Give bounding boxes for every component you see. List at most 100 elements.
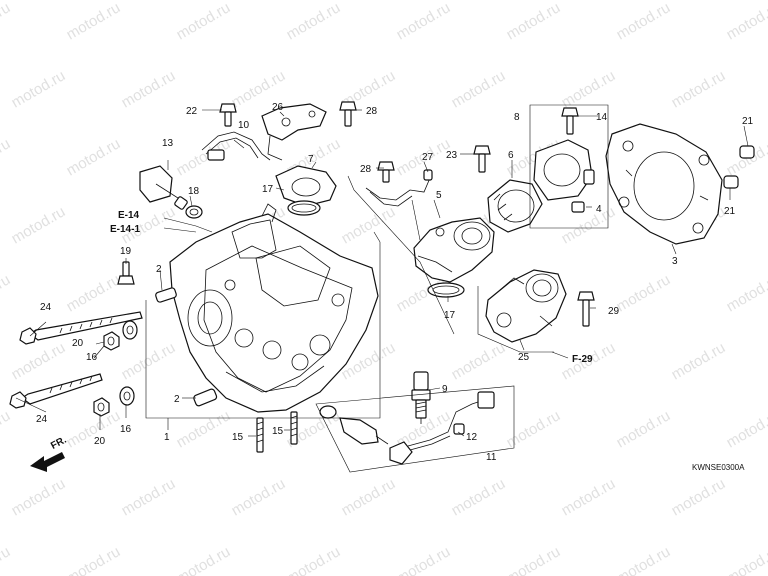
callout-26: 26 bbox=[272, 102, 284, 113]
screw-14 bbox=[561, 107, 579, 135]
callout-2-upper: 2 bbox=[156, 264, 162, 275]
washer-upper bbox=[122, 320, 138, 340]
sensor-seal-ring bbox=[185, 205, 203, 219]
callout-15-right: 15 bbox=[272, 426, 284, 437]
watermark-text: motod.ru bbox=[0, 543, 13, 576]
callout-3: 3 bbox=[672, 256, 678, 267]
callout-14: 14 bbox=[596, 112, 608, 123]
band-clamp bbox=[533, 139, 595, 201]
callout-17-upper: 17 bbox=[262, 184, 274, 195]
watermark-text: motod.ru bbox=[724, 271, 768, 315]
stud-left bbox=[256, 417, 264, 453]
callout-28-upper: 28 bbox=[366, 106, 378, 117]
callout-6: 6 bbox=[508, 150, 514, 161]
bolt-29 bbox=[577, 291, 595, 327]
callout-27: 27 bbox=[422, 152, 434, 163]
watermark-text: motod.ru bbox=[64, 0, 124, 43]
watermark-text: motod.ru bbox=[724, 543, 768, 576]
callout-24-lower: 24 bbox=[36, 414, 48, 425]
watermark-text: motod.ru bbox=[724, 407, 768, 451]
callout-15-left: 15 bbox=[232, 432, 244, 443]
nut-upper bbox=[103, 331, 120, 351]
watermark-text: motod.ru bbox=[9, 475, 69, 519]
watermark-text: motod.ru bbox=[174, 0, 234, 43]
watermark-text: motod.ru bbox=[64, 135, 124, 179]
watermark-text: motod.ru bbox=[9, 203, 69, 247]
stud-bolt-upper bbox=[19, 311, 143, 345]
sensor-wire bbox=[389, 391, 495, 465]
callout-labels: 1 2 2 3 4 5 6 7 8 9 10 11 12 13 14 15 15… bbox=[36, 102, 754, 463]
spark-plug bbox=[411, 371, 431, 424]
reference-e14-1: E-14-1 bbox=[110, 224, 140, 235]
washer-lower bbox=[119, 386, 135, 406]
callout-21-upper: 21 bbox=[742, 116, 754, 127]
callout-7: 7 bbox=[308, 154, 314, 165]
watermark-text: motod.ru bbox=[394, 0, 454, 43]
callout-20-upper: 20 bbox=[72, 338, 84, 349]
callout-16-upper: 16 bbox=[86, 352, 98, 363]
throttle-body bbox=[485, 269, 567, 343]
watermark-text: motod.ru bbox=[669, 67, 729, 111]
callout-21-lower: 21 bbox=[724, 206, 736, 217]
watermark-text: motod.ru bbox=[64, 543, 124, 576]
reference-e14: E-14 bbox=[118, 210, 140, 221]
dowel-21-upper bbox=[739, 145, 755, 159]
bolt-23 bbox=[473, 145, 491, 173]
stud-bolt-lower bbox=[9, 373, 103, 409]
watermark-text: motod.ru bbox=[339, 203, 399, 247]
watermark-text: motod.ru bbox=[119, 475, 179, 519]
watermark-text: motod.ru bbox=[449, 339, 509, 383]
watermark-text: motod.ru bbox=[284, 543, 344, 576]
watermark-text: motod.ru bbox=[449, 475, 509, 519]
bolt-28-lower bbox=[377, 161, 395, 183]
cylinder-head bbox=[169, 203, 379, 413]
watermark-text: motod.ru bbox=[64, 271, 124, 315]
callout-8: 8 bbox=[514, 112, 520, 123]
reference-f29: F-29 bbox=[572, 354, 593, 365]
callout-1: 1 bbox=[164, 432, 170, 443]
callout-24-upper: 24 bbox=[40, 302, 52, 313]
stud-right bbox=[290, 411, 298, 445]
callout-4: 4 bbox=[596, 204, 602, 215]
watermark-text: motod.ru bbox=[119, 339, 179, 383]
nut-4 bbox=[571, 201, 585, 213]
watermark-text: motod.ru bbox=[504, 543, 564, 576]
callout-2-lower: 2 bbox=[174, 394, 180, 405]
o-ring-upper bbox=[287, 200, 321, 216]
bolt-28-upper bbox=[339, 101, 357, 127]
watermark-text: motod.ru bbox=[229, 475, 289, 519]
temperature-sensor bbox=[139, 165, 188, 210]
wire-bracket bbox=[201, 131, 271, 161]
reference-labels: E-14 E-14-1 F-29 bbox=[110, 210, 593, 365]
bracket-26 bbox=[261, 103, 327, 161]
watermark-text: motod.ru bbox=[504, 407, 564, 451]
watermark-text: motod.ru bbox=[669, 475, 729, 519]
front-arrow-icon bbox=[30, 452, 65, 472]
callout-17-lower: 17 bbox=[444, 310, 456, 321]
watermark-text: motod.ru bbox=[0, 135, 13, 179]
callout-25: 25 bbox=[518, 352, 530, 363]
callout-11: 11 bbox=[486, 452, 497, 463]
callout-10: 10 bbox=[238, 120, 250, 131]
callout-19: 19 bbox=[120, 246, 132, 257]
callout-22: 22 bbox=[186, 106, 198, 117]
watermark-text: motod.ru bbox=[174, 543, 234, 576]
callout-5: 5 bbox=[436, 190, 442, 201]
callout-9: 9 bbox=[442, 384, 448, 395]
watermark-text: motod.ru bbox=[0, 407, 13, 451]
intake-pipe bbox=[413, 217, 495, 283]
watermark-text: motod.ru bbox=[174, 407, 234, 451]
bolt-19 bbox=[117, 261, 135, 285]
callout-28-lower: 28 bbox=[360, 164, 372, 175]
callout-16-lower: 16 bbox=[120, 424, 132, 435]
dowel-pin-upper bbox=[155, 287, 177, 303]
intake-insulator-7 bbox=[275, 165, 337, 207]
watermark-text: motod.ru bbox=[9, 67, 69, 111]
watermark-text: motod.ru bbox=[119, 67, 179, 111]
watermark-text: motod.ru bbox=[284, 0, 344, 43]
watermark-text: motod.ru bbox=[614, 0, 674, 43]
watermark-text: motod.ru bbox=[669, 339, 729, 383]
watermark-text: motod.ru bbox=[614, 407, 674, 451]
